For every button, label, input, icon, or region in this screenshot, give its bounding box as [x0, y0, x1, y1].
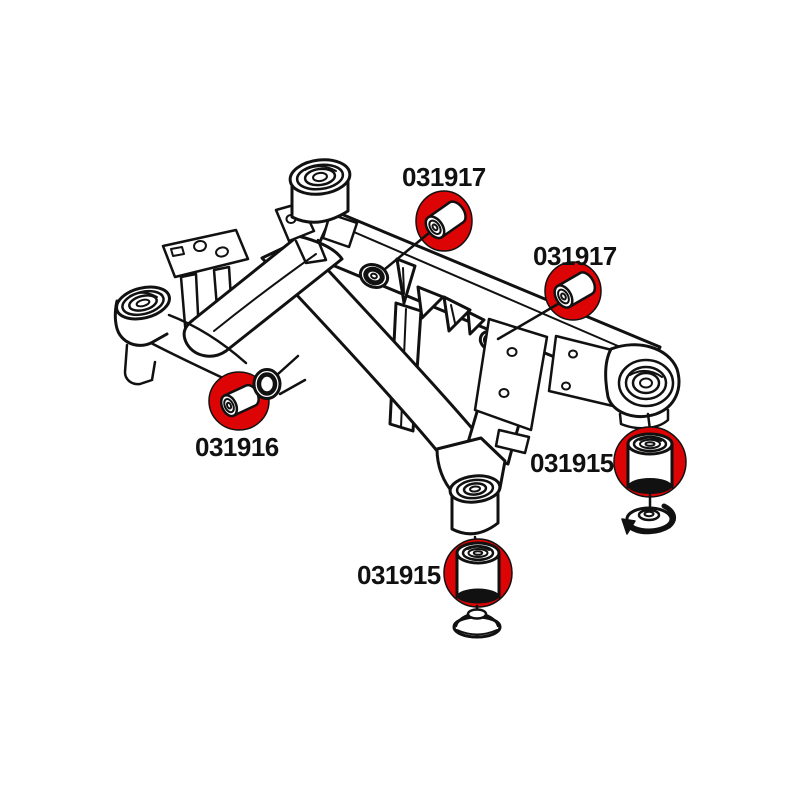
center-bracket: [473, 317, 549, 455]
bushing-glyph: [553, 271, 597, 309]
bushing-glyph: [424, 200, 467, 240]
part-label-rear-center: 031915: [357, 560, 441, 590]
lower-arm-eye: [252, 354, 307, 400]
highlight-rear-right-mount-bushing: [613, 426, 687, 511]
leader-line: [496, 302, 560, 341]
rear-center-mount: [435, 436, 507, 547]
left-corner-mount: [113, 285, 248, 387]
part-label-rear-right: 031915: [530, 448, 614, 478]
highlight-front-inner-left-bushing: [383, 190, 473, 271]
highlight-rear-center-mount-bushing: [443, 538, 513, 614]
rear-left-mount: [274, 158, 359, 265]
beam-bushing-boss-left: [358, 263, 390, 289]
part-label-front-inner-right: 031917: [533, 241, 617, 271]
bushing-glyph: [455, 541, 501, 604]
highlight-front-inner-right-bushing: [496, 261, 602, 341]
part-label-front-outer-left: 031916: [195, 432, 279, 462]
bushing-glyph: [219, 383, 260, 418]
leader-line: [383, 231, 431, 271]
bushing-glyph: [626, 432, 674, 494]
right-lower-washer: [621, 503, 677, 535]
rear-right-mount: [604, 343, 681, 432]
rear-center-washer: [452, 608, 502, 639]
part-label-front-inner-left: 031917: [402, 162, 486, 192]
